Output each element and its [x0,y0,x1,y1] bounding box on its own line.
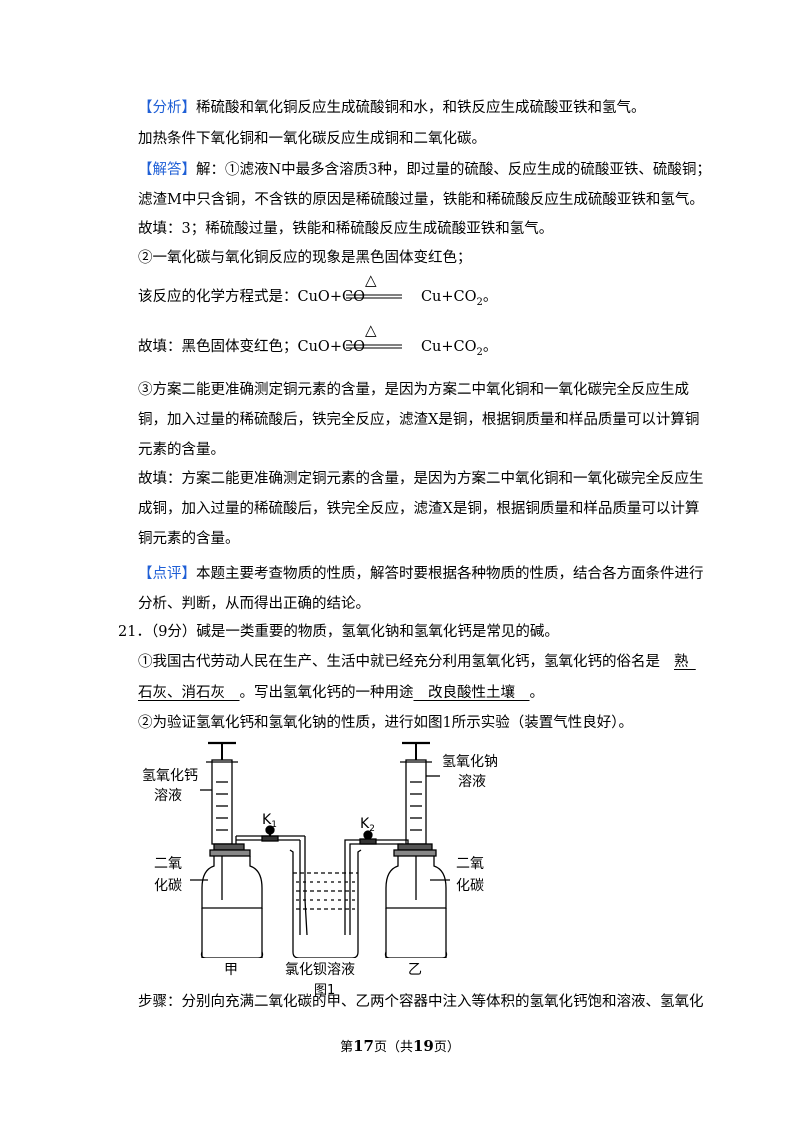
label-left-syringe-1: 氢氧化钙 [142,768,198,784]
label-right-syringe-2: 溶液 [458,774,486,790]
question-21-part2: ②为验证氢氧化钙和氢氧化钠的性质，进行如图1所示实验（装置气性良好）。 [138,715,633,731]
answer-blank-2: 改良酸性土壤 [428,685,515,701]
label-left-syringe-2: 溶液 [154,788,182,804]
label-left-gas-1: 二氧 [154,856,182,872]
answer-line-1: 【解答】解：①滤液N中最多含溶质3种，即过量的硫酸、反应生成的硫酸亚铁、硫酸铜； [138,162,711,178]
equation-1-condition: △ [365,271,377,289]
label-k1: K1 [262,812,277,830]
label-beaker: 氯化钡溶液 [285,962,355,978]
figure-captions: 甲 氯化钡溶液 乙 图1 [224,962,422,998]
analysis-line-2: 加热条件下氧化铜和一氧化碳反应生成铜和二氧化碳。 [138,131,486,147]
question-21-step: 步骤：分别向充满二氧化碳的甲、乙两个容器中注入等体积的氢氧化钙饱和溶液、氢氧化 [138,994,704,1010]
answer-line-7: 元素的含量。 [138,442,225,458]
figure-caption: 图1 [314,983,335,998]
question-21-stem: 21．（9分）碱是一类重要的物质，氢氧化钠和氢氧化钙是常见的碱。 [118,624,559,640]
answer-line-5: ③方案二能更准确测定铜元素的含量，是因为方案二中氧化铜和一氧化碳完全反应生成 [138,382,689,398]
label-k2: K2 [360,816,375,834]
answer-line-9: 成铜，加入过量的稀硫酸后，铁完全反应，滤渣X是铜，根据铜质量和样品质量可以计算 [138,501,700,517]
right-syringe [400,741,440,900]
answer-blank-1-cont: 石灰、消石灰 [138,685,225,701]
label-right-syringe-1: 氢氧化钠 [442,754,498,770]
left-bottle [190,835,305,958]
left-syringe [200,741,238,900]
answer-blank-1: 熟 [674,654,689,670]
experiment-figure: 氢氧化钙 溶液 氢氧化钠 溶液 K1 K2 二氧 化碳 二氧 化碳 [142,741,498,958]
answer-tag: 【解答】 [138,162,196,178]
equation-2-condition: △ [365,321,377,339]
answer-line-10: 铜元素的含量。 [138,531,240,547]
label-right-gas-2: 化碳 [456,878,484,894]
answer-line-6: 铜，加入过量的稀硫酸后，铁完全反应，滤渣X是铜，根据铜质量和样品质量可以计算铜 [138,412,700,428]
k2-clamp [359,830,377,845]
equation-1-double-line [346,294,402,299]
label-left-gas-2: 化碳 [154,878,182,894]
page-footer: 第17页（共19页） [340,1037,460,1055]
analysis-tag: 【分析】 [138,100,196,116]
question-21-part1-line1: ①我国古代劳动人民在生产、生活中就已经充分利用氢氧化钙，氢氧化钙的俗名是熟 [138,654,689,670]
current-page-number: 17 [353,1037,374,1055]
label-right-bottle: 乙 [408,962,422,978]
comment-tag: 【点评】 [138,566,196,582]
answer-line-2: 滤渣M中只含铜，不含铁的原因是稀硫酸过量，铁能和稀硫酸反应生成硫酸亚铁和氢气。 [138,192,704,208]
equation-2-double-line [346,344,402,349]
analysis-line-1: 【分析】稀硫酸和氧化铜反应生成硫酸铜和水，和铁反应生成硫酸亚铁和氢气。 [138,100,646,116]
answer-line-4: ②一氧化碳与氧化铜反应的现象是黑色固体变红色； [138,250,472,266]
right-bottle [384,843,450,958]
total-page-number: 19 [413,1037,434,1055]
question-21-part1-line2: 石灰、消石灰 。写出氢氧化钙的一种用途 改良酸性土壤 。 [138,685,544,701]
answer-line-8: 故填：方案二能更准确测定铜元素的含量，是因为方案二中氧化铜和一氧化碳完全反应生 [138,471,704,487]
comment-line-2: 分析、判断，从而得出正确的结论。 [138,596,370,612]
label-right-gas-1: 二氧 [456,856,484,872]
answer-line-3: 故填：3；稀硫酸过量，铁能和稀硫酸反应生成硫酸亚铁和氢气。 [138,221,554,237]
label-left-bottle: 甲 [224,962,238,978]
k1-clamp [261,825,279,842]
comment-line-1: 【点评】本题主要考查物质的性质，解答时要根据各种物质的性质，结合各方面条件进行 [138,566,704,582]
